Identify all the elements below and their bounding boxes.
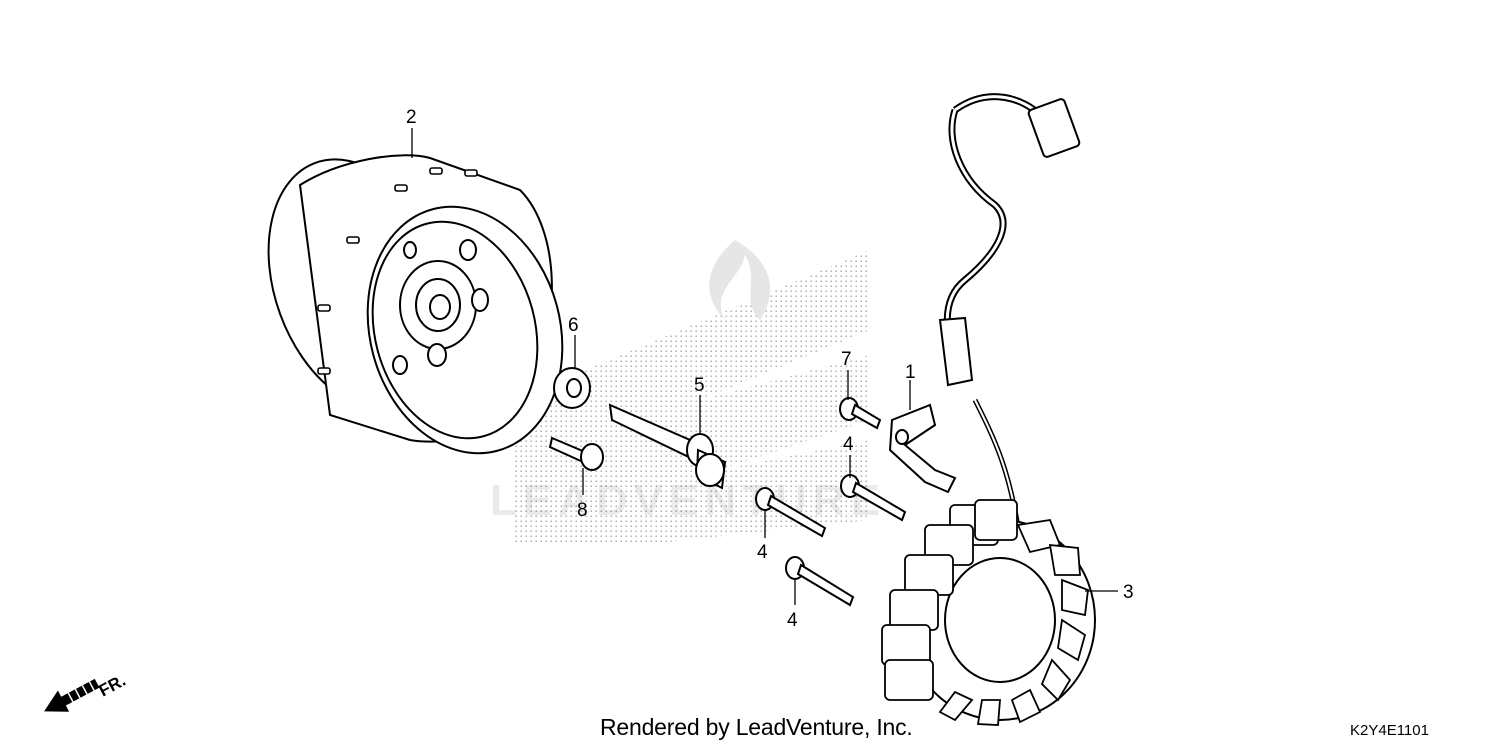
- direction-indicator: FR.: [44, 671, 129, 712]
- clamp-bolt: [839, 397, 882, 430]
- flywheel: [267, 154, 564, 455]
- callout-2: 2: [406, 107, 417, 128]
- callouts: 1 2 3 4 4 4 5 6 7 8: [406, 107, 1134, 631]
- leader-lines: [411, 128, 1118, 605]
- direction-label: FR.: [96, 671, 129, 701]
- callout-8: 8: [577, 500, 588, 521]
- diagram-code: K2Y4E1101: [1350, 722, 1429, 739]
- callout-6: 6: [568, 315, 579, 336]
- callout-1: 1: [905, 362, 916, 383]
- callout-4a: 4: [843, 434, 854, 455]
- callout-4b: 4: [757, 542, 768, 563]
- small-bolt: [548, 436, 604, 471]
- flywheel-bolt: [608, 403, 727, 490]
- stator-bolts: [755, 474, 907, 607]
- callout-7: 7: [841, 349, 852, 370]
- stator-coil: [881, 93, 1096, 726]
- watermark-logo: LEADVENTURE: [490, 240, 886, 545]
- arrow-front-icon: [44, 678, 100, 712]
- washer: [553, 367, 591, 409]
- footer-credit: Rendered by LeadVenture, Inc.: [600, 714, 913, 740]
- wire-clamp: [888, 403, 957, 494]
- callout-5: 5: [694, 375, 705, 396]
- callout-3: 3: [1123, 582, 1134, 603]
- watermark-text: LEADVENTURE: [490, 476, 886, 525]
- callout-4c: 4: [787, 610, 798, 631]
